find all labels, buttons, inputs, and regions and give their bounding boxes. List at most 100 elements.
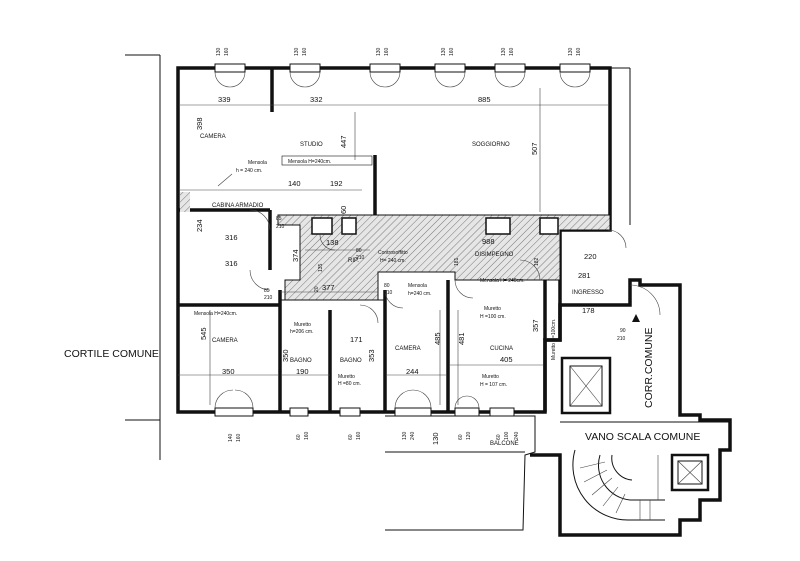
svg-text:171: 171 — [350, 335, 363, 344]
svg-text:160: 160 — [236, 433, 242, 442]
svg-text:H = 107 cm.: H = 107 cm. — [480, 382, 507, 388]
svg-text:160: 160 — [224, 47, 230, 56]
svg-text:Mensola: Mensola — [408, 283, 427, 289]
svg-text:130: 130 — [441, 47, 447, 56]
svg-text:130: 130 — [431, 432, 440, 445]
svg-text:160: 160 — [576, 47, 582, 56]
svg-text:Muretto H=100cm.: Muretto H=100cm. — [551, 319, 557, 360]
room-bagno-1: BAGNO — [290, 358, 312, 364]
svg-text:405: 405 — [500, 355, 513, 364]
svg-text:210: 210 — [617, 336, 626, 342]
svg-text:130: 130 — [568, 47, 574, 56]
svg-text:60: 60 — [458, 434, 464, 440]
svg-text:60: 60 — [496, 434, 502, 440]
svg-text:210: 210 — [264, 295, 273, 301]
svg-text:160: 160 — [384, 47, 390, 56]
svg-text:120: 120 — [466, 431, 472, 440]
svg-text:190: 190 — [296, 367, 309, 376]
svg-text:H =100 cm.: H =100 cm. — [480, 314, 506, 320]
svg-text:Muretto: Muretto — [484, 306, 501, 312]
svg-text:240: 240 — [410, 431, 416, 440]
svg-text:60: 60 — [296, 434, 302, 440]
disimpegno-hatched-area — [277, 214, 611, 301]
svg-text:130: 130 — [294, 47, 300, 56]
entrance-arrow-icon — [632, 314, 640, 322]
svg-text:135: 135 — [318, 263, 324, 272]
svg-text:178: 178 — [582, 306, 595, 315]
room-rip: RIP. — [348, 258, 359, 264]
svg-text:85: 85 — [276, 216, 282, 222]
svg-text:182: 182 — [534, 257, 540, 266]
svg-text:160: 160 — [304, 431, 310, 440]
room-balcone: BALCONE — [490, 441, 519, 447]
svg-text:353: 353 — [367, 349, 376, 362]
room-camera-bottom-left: CAMERA — [212, 338, 238, 344]
svg-text:Mensola H=240cm.: Mensola H=240cm. — [194, 311, 237, 317]
svg-text:h = 240 cm.: h = 240 cm. — [236, 168, 262, 174]
svg-text:60: 60 — [348, 434, 354, 440]
svg-text:377: 377 — [322, 283, 335, 292]
label-cortile-comune: CORTILE COMUNE — [64, 348, 159, 360]
svg-text:339: 339 — [218, 95, 231, 104]
svg-text:Muretto: Muretto — [338, 374, 355, 380]
svg-text:100: 100 — [504, 431, 510, 440]
svg-text:357: 357 — [531, 319, 540, 332]
svg-text:60: 60 — [339, 206, 348, 214]
svg-text:447: 447 — [339, 135, 348, 148]
svg-text:h=240 cm.: h=240 cm. — [408, 291, 432, 297]
pillars — [311, 217, 559, 235]
svg-text:80: 80 — [384, 283, 390, 289]
room-camera-mid: CAMERA — [395, 346, 421, 352]
top-windows — [214, 63, 591, 88]
room-camera-top: CAMERA — [200, 134, 226, 140]
dimensions: 339 332 885 398 447 507 140 192 60 234 3… — [195, 95, 626, 445]
svg-text:281: 281 — [578, 271, 591, 280]
room-studio: STUDIO — [300, 142, 323, 148]
svg-text:140: 140 — [228, 433, 234, 442]
svg-text:398: 398 — [195, 117, 204, 130]
svg-text:350: 350 — [281, 349, 290, 362]
svg-text:Mensola H=240cm.: Mensola H=240cm. — [288, 159, 331, 165]
svg-text:130: 130 — [501, 47, 507, 56]
svg-text:85: 85 — [264, 288, 270, 294]
top-window-dimensions: 130 160 130 160 130 160 130 160 130 160 … — [216, 47, 582, 56]
notes: Mensola h = 240 cm. Mensola H=240cm. Men… — [194, 155, 557, 388]
room-ingresso: INGRESSO — [572, 290, 604, 296]
svg-text:90: 90 — [620, 328, 626, 334]
interior-walls — [178, 68, 547, 412]
svg-text:885: 885 — [478, 95, 491, 104]
svg-text:130: 130 — [402, 431, 408, 440]
svg-text:240: 240 — [514, 431, 520, 440]
svg-text:234: 234 — [195, 219, 204, 232]
svg-text:210: 210 — [384, 290, 393, 296]
room-soggiorno: SOGGIORNO — [472, 142, 510, 148]
svg-text:160: 160 — [356, 431, 362, 440]
label-corr-comune: CORR.COMUNE — [643, 328, 655, 409]
svg-text:140: 140 — [288, 179, 301, 188]
bottom-window-dimensions: 140 160 60 160 60 160 130 240 60 120 60 … — [228, 431, 520, 442]
svg-text:210: 210 — [276, 224, 285, 230]
svg-text:545: 545 — [199, 327, 208, 340]
label-vano-scala-comune: VANO SCALA COMUNE — [585, 431, 700, 443]
svg-text:374: 374 — [291, 249, 300, 262]
svg-text:130: 130 — [216, 47, 222, 56]
svg-text:210: 210 — [356, 255, 365, 261]
svg-text:Controsoffitto: Controsoffitto — [378, 250, 408, 256]
dimension-lines — [178, 88, 608, 405]
svg-text:481: 481 — [457, 332, 466, 345]
bottom-windows — [214, 389, 515, 417]
svg-text:988: 988 — [482, 237, 495, 246]
svg-text:20: 20 — [314, 286, 320, 292]
svg-text:Muretto: Muretto — [294, 322, 311, 328]
svg-text:Mensola: Mensola — [248, 160, 267, 166]
svg-text:160: 160 — [449, 47, 455, 56]
svg-text:160: 160 — [509, 47, 515, 56]
svg-text:Muretto: Muretto — [482, 374, 499, 380]
svg-text:192: 192 — [330, 179, 343, 188]
svg-text:80: 80 — [356, 248, 362, 254]
svg-text:Mensola H= 240cm.: Mensola H= 240cm. — [480, 278, 525, 284]
svg-text:160: 160 — [302, 47, 308, 56]
svg-text:220: 220 — [584, 252, 597, 261]
